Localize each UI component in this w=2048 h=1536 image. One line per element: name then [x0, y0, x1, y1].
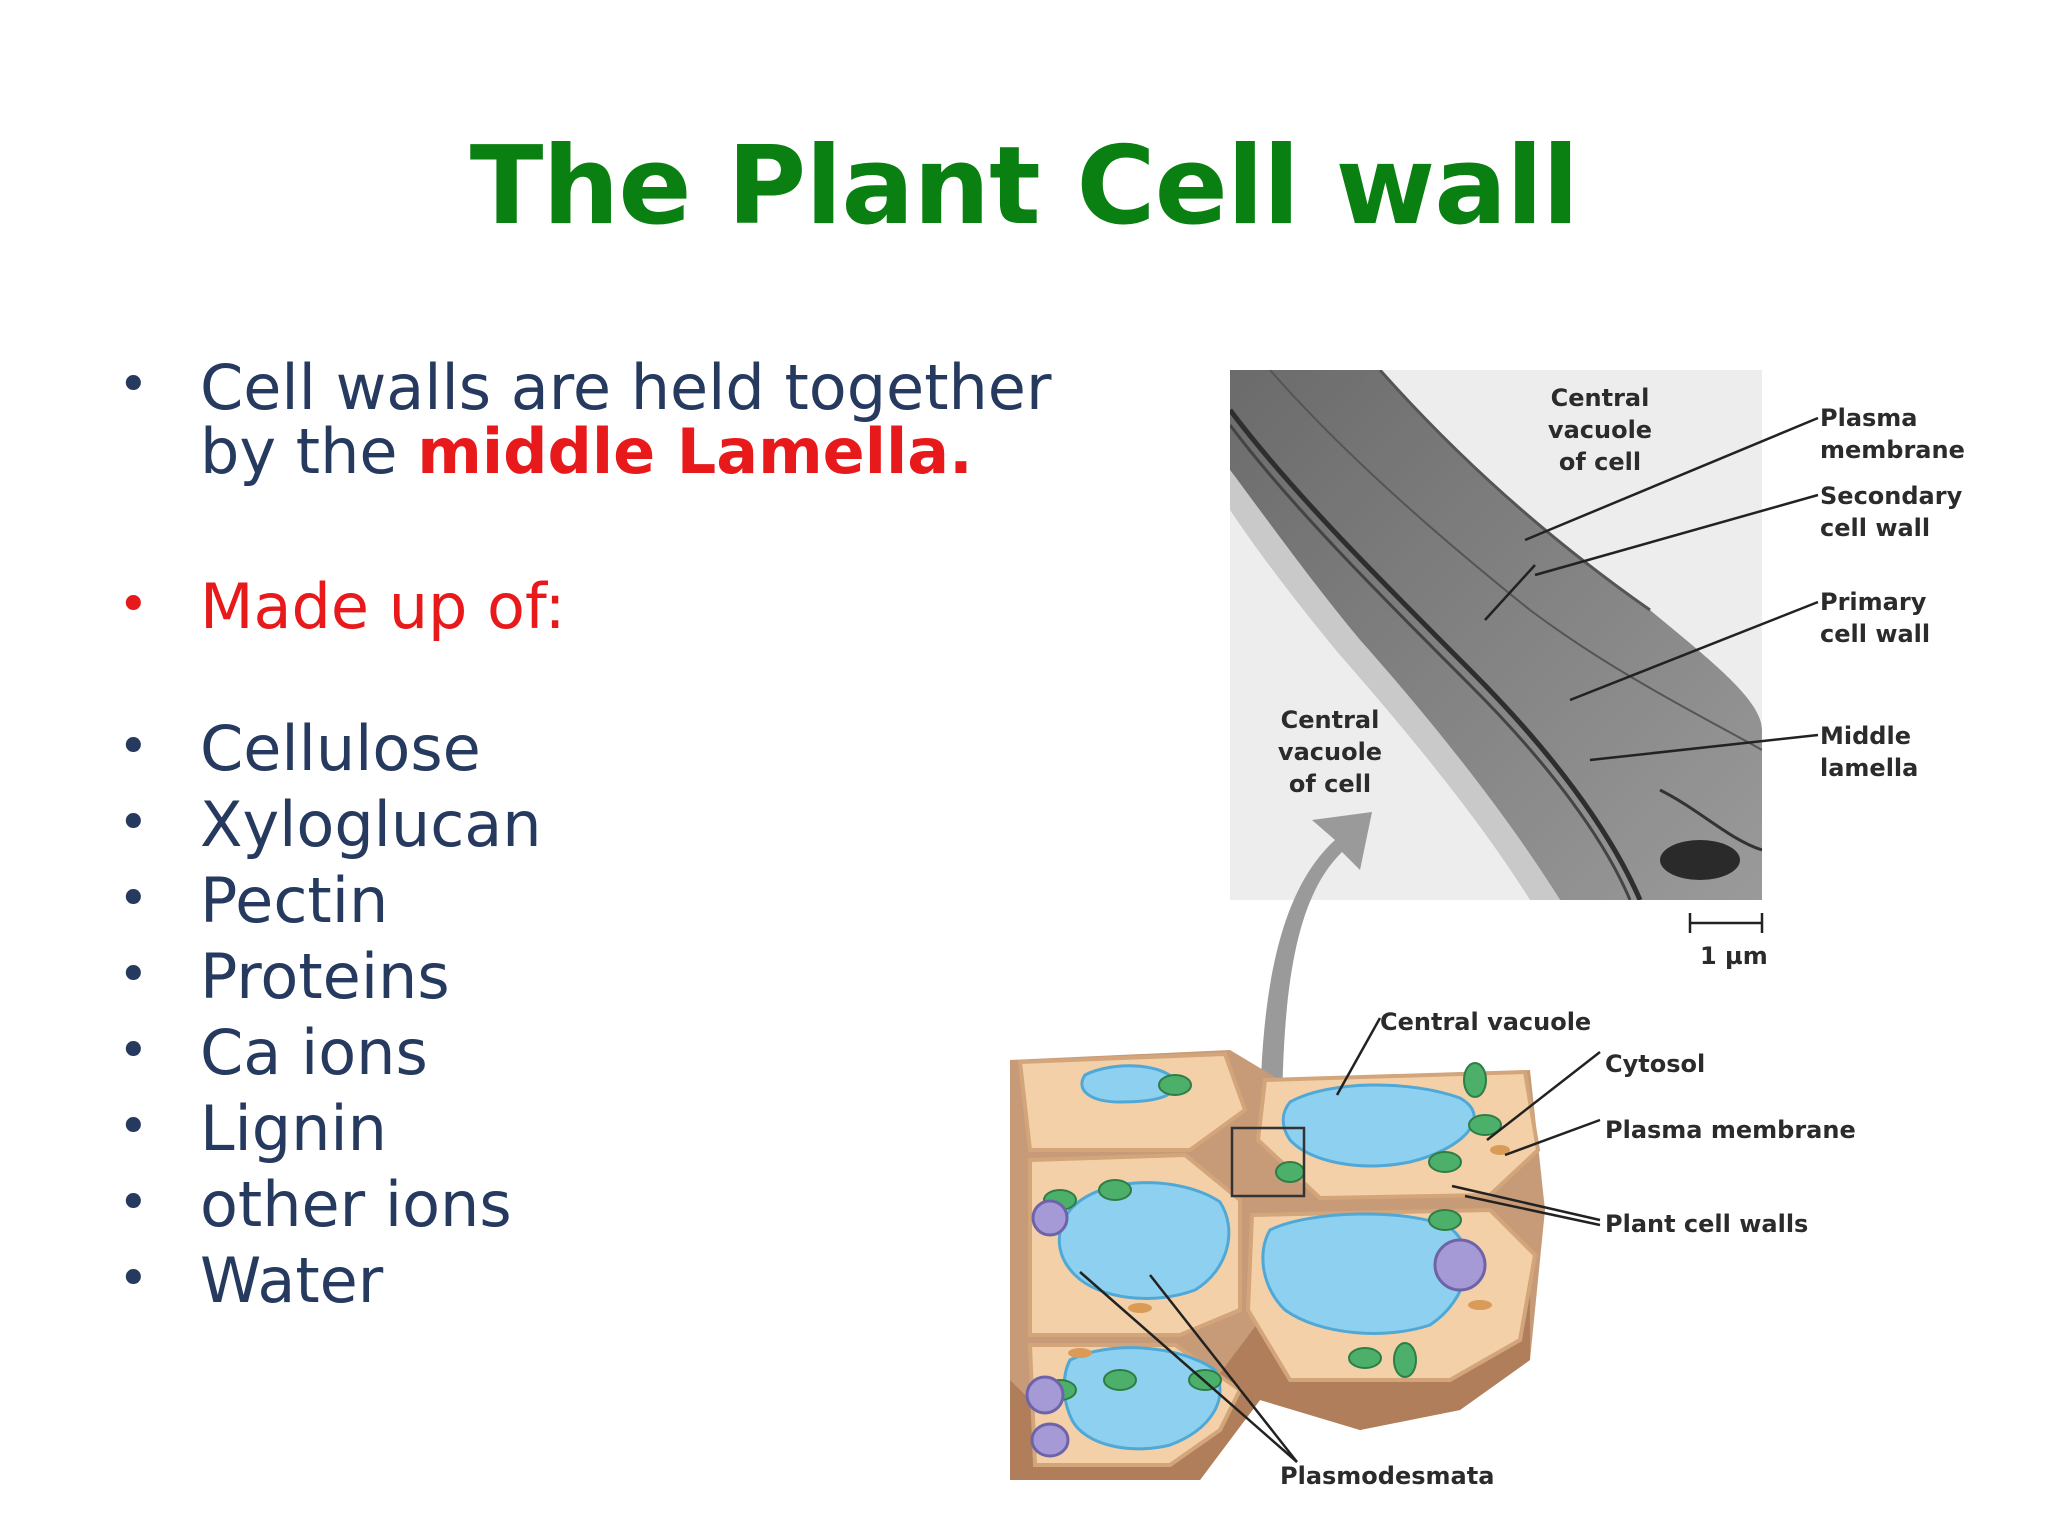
component-item: Xyloglucan	[118, 794, 1098, 856]
electron-micrograph	[1230, 370, 1762, 900]
cell-diagram	[1010, 1050, 1545, 1480]
diagram-label-plasma-membrane: Plasma membrane	[1605, 1116, 1856, 1144]
micrograph-leader-lines	[1484, 416, 1819, 762]
component-item: Water	[118, 1250, 1098, 1312]
diagram-leader-lines	[1079, 1017, 1601, 1463]
micro-label-primary-cell-wall: Primary cell wall	[1820, 588, 1931, 648]
component-item: Cellulose	[118, 718, 1098, 780]
micro-label-central-vacuole-left: Central vacuole of cell	[1277, 706, 1383, 798]
component-item: other ions	[118, 1174, 1098, 1236]
bullet-made-up-of: Made up of:	[118, 576, 1098, 638]
scale-bar	[1688, 913, 1764, 933]
component-item: Pectin	[118, 870, 1098, 932]
component-item: Ca ions	[118, 1022, 1098, 1084]
micro-label-middle-lamella: Middle lamella	[1820, 722, 1919, 782]
micro-label-secondary-cell-wall: Secondary cell wall	[1820, 482, 1963, 542]
scale-bar-label: 1 µm	[1700, 942, 1768, 970]
diagram-label-central-vacuole: Central vacuole	[1380, 1008, 1592, 1036]
figure-graphics	[1010, 416, 1819, 1480]
component-item: Proteins	[118, 946, 1098, 1008]
diagram-label-cytosol: Cytosol	[1605, 1050, 1706, 1078]
micro-label-plasma-membrane: Plasma membrane	[1820, 404, 1965, 464]
zoom-box	[1230, 1126, 1306, 1198]
micro-label-central-vacuole-top: Central vacuole of cell	[1547, 384, 1653, 476]
slide-title: The Plant Cell wall	[469, 124, 1579, 249]
middle-lamella-highlight: middle Lamella.	[417, 415, 973, 488]
intro-line-2-prefix: by the	[200, 415, 418, 488]
diagram-label-plasmodesmata: Plasmodesmata	[1280, 1462, 1495, 1490]
diagram-label-plant-cell-walls: Plant cell walls	[1605, 1210, 1809, 1238]
intro-line-1: Cell walls are held together	[200, 351, 1052, 424]
component-item: Lignin	[118, 1098, 1098, 1160]
cell-wall-figure: Central vacuole of cell Central vacuole …	[990, 350, 1990, 1510]
